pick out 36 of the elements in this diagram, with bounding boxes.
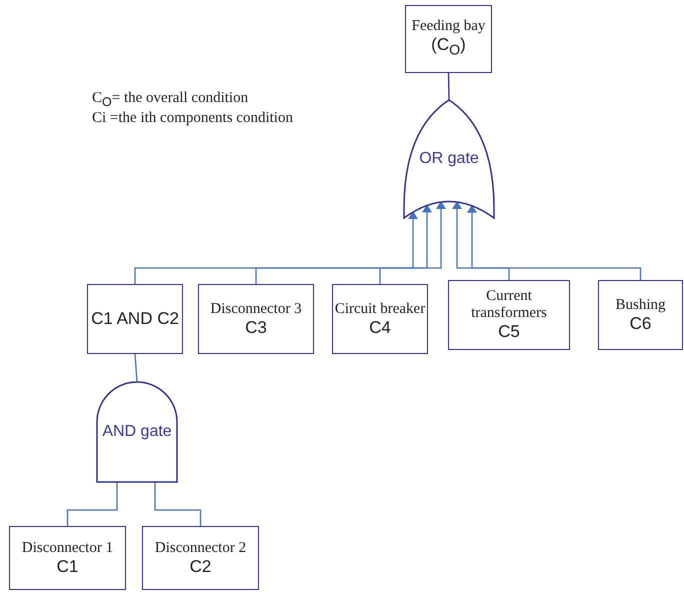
event-box: [87, 284, 183, 354]
component-box: [332, 284, 428, 354]
arrow: [134, 211, 418, 284]
box-text: Feeding bay: [412, 18, 486, 35]
arrow: [467, 204, 642, 280]
box-text: (C$_{O}$): [431, 34, 466, 60]
box-text: C4: [369, 318, 391, 338]
component-box: [448, 280, 570, 350]
box-text: Current transformers: [470, 288, 548, 322]
event-box: [405, 5, 492, 73]
connector-line: [66, 482, 118, 526]
box-text: C3: [245, 318, 267, 338]
box-text: C1: [56, 556, 78, 576]
box-text: Disconnector 1: [22, 540, 114, 556]
box-text: C2: [190, 556, 212, 576]
note-text: Ci =the ith components condition: [92, 110, 293, 127]
connector-line: [154, 482, 202, 526]
box-text: Disconnector 3: [210, 300, 302, 318]
component-box: [9, 526, 126, 590]
gate-label: OR gate: [419, 149, 479, 169]
connector-line: [134, 354, 138, 382]
box-text: Circuit breaker: [334, 300, 426, 318]
note-text: C$_{O}$= the overall condition: [92, 90, 248, 109]
arrow: [452, 201, 510, 280]
component-box: [198, 284, 314, 354]
arrow: [255, 204, 432, 284]
box-text: C1 AND C2: [91, 309, 179, 329]
arrow: [379, 201, 446, 284]
box-text: C5: [498, 322, 520, 342]
box-text: Disconnector 2: [154, 540, 246, 556]
connector-line: [448, 72, 450, 100]
gate-label: AND gate: [102, 422, 172, 442]
component-box: [142, 526, 259, 590]
box-text: Bushing: [615, 296, 666, 314]
box-text: C6: [630, 314, 652, 334]
component-box: [598, 280, 683, 350]
